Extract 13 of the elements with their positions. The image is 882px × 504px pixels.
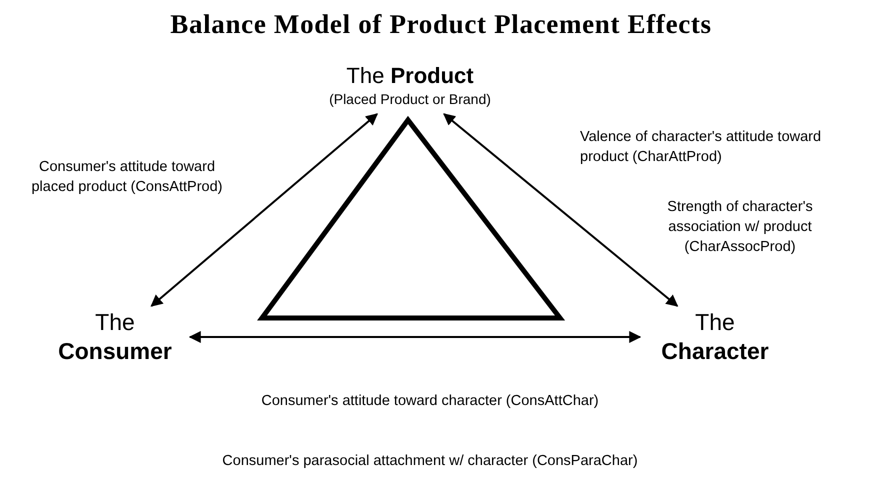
annotation-text: Consumer's attitude toward placed product (ConsAttProd): [30, 158, 224, 197]
double-arrow: [188, 331, 642, 343]
annotation-text: Consumer's attitude toward character (ConsAttChar): [260, 392, 600, 411]
node-heading: The Consumer: [57, 308, 173, 366]
annotation-text: Strength of character's association w/ product (CharAssocProd): [666, 198, 814, 257]
node-subtitle: (Placed Product or Brand): [329, 90, 491, 110]
double-arrow: [150, 113, 378, 307]
annotation-text: Consumer's parasocial attachment w/ character (ConsParaChar): [221, 452, 639, 471]
double-arrow: [443, 113, 678, 307]
title: Balance Model of Product Placement Effects: [169, 8, 713, 41]
node-heading: The Product: [346, 62, 474, 90]
node-heading: The Character: [660, 308, 770, 366]
annotation-text: Valence of character's attitude toward product (CharAttProd): [580, 128, 822, 167]
